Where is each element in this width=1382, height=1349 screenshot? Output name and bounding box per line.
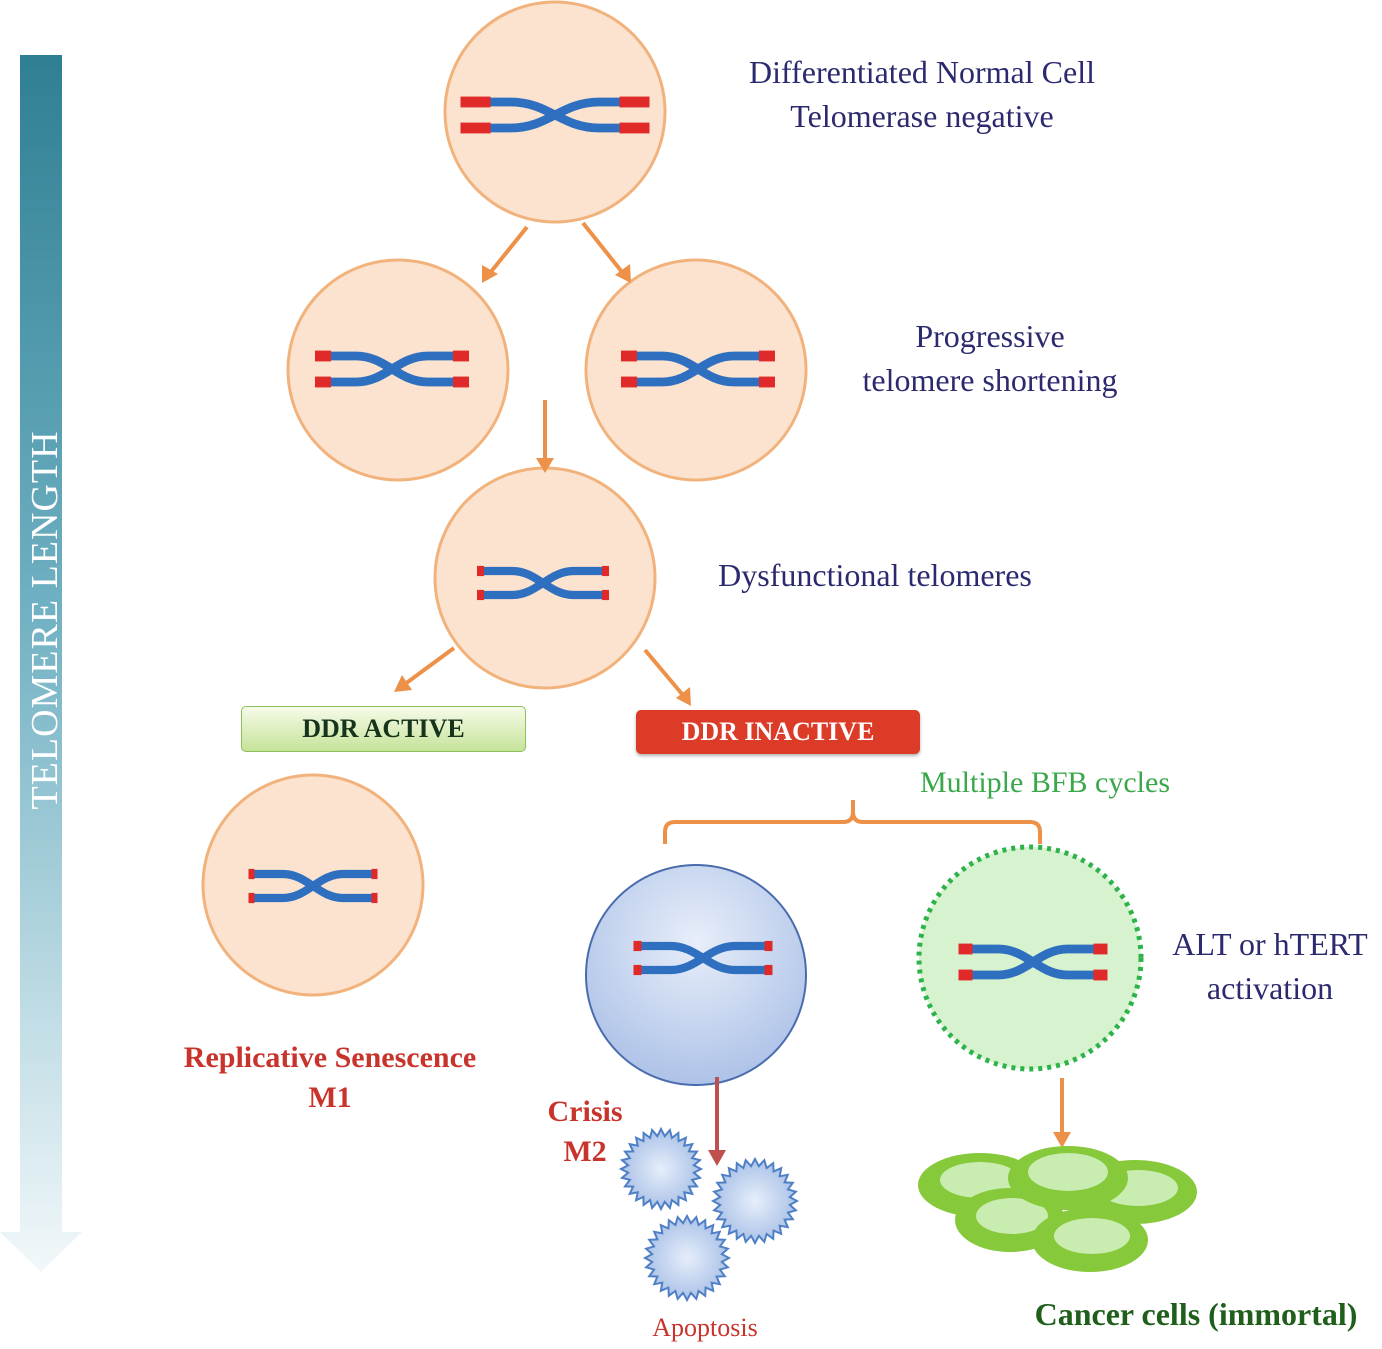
telomere-cap [602, 565, 609, 577]
telomere-cap [764, 964, 773, 976]
telomere-cap [453, 350, 469, 362]
shortening-line1: Progressive [915, 318, 1065, 354]
telomere-cap [619, 96, 650, 108]
activation-label: ALT or hTERT activation [1150, 922, 1382, 1010]
shortening-label: Progressive telomere shortening [840, 314, 1140, 402]
arrow-to-ddr-inactive [643, 648, 691, 706]
activation-line2: activation [1206, 970, 1334, 1006]
telomere-cap [619, 122, 650, 134]
telomere-cap [764, 940, 773, 952]
telomere-cap [621, 350, 637, 362]
telomere-cap [453, 376, 469, 388]
normal-cell-title: Differentiated Normal Cell [749, 54, 1095, 90]
telomere-cap [248, 892, 255, 904]
telomere-length-arrow [0, 55, 82, 1272]
telomere-cap [248, 868, 255, 880]
telomere-cap [371, 892, 378, 904]
apoptotic-body [642, 1213, 732, 1303]
chromosome-alt-htert [958, 943, 1108, 981]
telomere-cap [602, 589, 609, 601]
telomere-cap [633, 964, 642, 976]
bfb-bracket [663, 800, 1042, 844]
crisis-line1: Crisis [547, 1095, 623, 1128]
cancer-cells-label: Cancer cells (immortal) [1034, 1296, 1358, 1332]
shortening-line2: telomere shortening [862, 362, 1118, 398]
dysfunctional-label: Dysfunctional telomeres [718, 557, 1032, 593]
flow-arrows [394, 221, 1071, 1166]
telomere-cap [315, 376, 331, 388]
apoptotic-body [618, 1126, 704, 1212]
telomere-cap [759, 376, 775, 388]
senescence-label: Replicative Senescence M1 [145, 1038, 515, 1118]
crisis-line2: M2 [563, 1135, 607, 1168]
telomere-cap [621, 376, 637, 388]
apoptosis-label: Apoptosis [652, 1313, 758, 1342]
senescence-line1: Replicative Senescence [183, 1041, 477, 1074]
chromosome-crisis [633, 940, 773, 976]
telomere-cap [315, 350, 331, 362]
normal-cell-label: Differentiated Normal Cell Telomerase ne… [722, 50, 1122, 138]
telomere-cap [371, 868, 378, 880]
apoptotic-bodies [618, 1126, 800, 1303]
ddr-inactive-badge: DDR INACTIVE [636, 710, 920, 754]
ddr-active-badge: DDR ACTIVE [241, 706, 526, 752]
telomere-cap [1093, 943, 1108, 955]
arrow-crisis-to-apoptosis [708, 1077, 726, 1166]
cancer-cell [1008, 1146, 1128, 1210]
senescence-line2: M1 [308, 1081, 352, 1114]
chromosome-senescent [248, 868, 378, 904]
arrow-alt-to-cancer [1053, 1078, 1071, 1148]
activation-line1: ALT or hTERT [1172, 926, 1368, 962]
arrow-to-ddr-active [394, 646, 456, 692]
telomere-cap [958, 969, 973, 981]
bfb-cycles-label: Multiple BFB cycles [920, 766, 1170, 799]
arrow-to-dysfunctional [536, 400, 554, 473]
telomere-cap [477, 565, 484, 577]
telomere-cap [477, 589, 484, 601]
arrow-normal-to-right [581, 221, 631, 283]
crisis-label: Crisis M2 [525, 1092, 645, 1172]
telomere-cap [460, 96, 491, 108]
chromosome-shortening-left [315, 350, 469, 388]
cancer-cell [1032, 1208, 1148, 1272]
chromosome-normal [460, 96, 650, 134]
apoptotic-body [710, 1156, 800, 1246]
telomere-length-axis-label: TELOMERE LENGTH [24, 430, 66, 810]
telomerase-negative-label: Telomerase negative [790, 98, 1054, 134]
telomere-cap [1093, 969, 1108, 981]
chromosome-shortening-right [621, 350, 775, 388]
telomere-cap [460, 122, 491, 134]
chromosomes [248, 96, 1108, 981]
telomere-cap [633, 940, 642, 952]
chromosome-dysfunctional [477, 565, 609, 601]
telomere-cap [759, 350, 775, 362]
arrow-normal-to-left [482, 225, 529, 283]
cell-crisis [585, 864, 807, 1086]
cancer-cell-cluster [918, 1146, 1197, 1272]
telomere-cap [958, 943, 973, 955]
